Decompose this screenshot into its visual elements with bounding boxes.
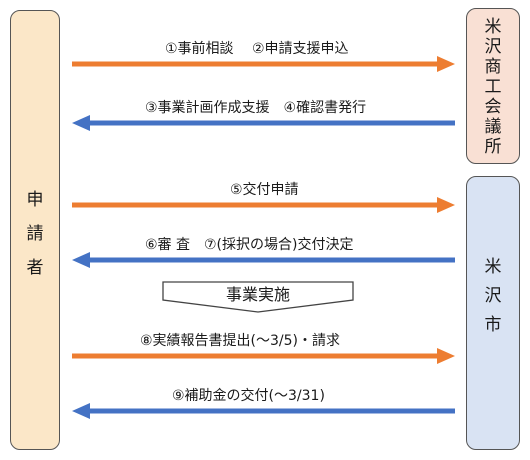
chamber-of-commerce-box: 米沢商工会議所 (466, 8, 520, 164)
step-arrow-3 (72, 197, 455, 213)
implementation-pentagon: 事業実施 (162, 281, 354, 313)
chamber-of-commerce-label: 米沢商工会議所 (484, 17, 502, 158)
step-arrow-1 (72, 56, 455, 72)
applicant-label: 申請者 (26, 190, 44, 278)
city-box: 米沢市 (466, 176, 520, 450)
applicant-box: 申請者 (10, 10, 60, 450)
step-label-5: ⑧実績報告書提出(～3/5)・請求 (140, 333, 341, 349)
step-arrow-5 (72, 348, 455, 364)
step-label-4: ⑥審 査 ⑦(採択の場合)交付決定 (145, 237, 354, 253)
step-label-3: ⑤交付申請 (230, 182, 299, 198)
step-label-6: ⑨補助金の交付(～3/31) (172, 388, 325, 404)
step-arrow-6 (72, 403, 455, 419)
implementation-label: 事業実施 (226, 285, 290, 304)
step-label-2: ③事業計画作成支援 ④確認書発行 (145, 100, 367, 116)
city-label: 米沢市 (484, 257, 502, 335)
step-arrow-2 (72, 115, 455, 131)
step-arrow-4 (72, 252, 455, 268)
step-label-1: ①事前相談 ②申請支援申込 (165, 41, 349, 57)
